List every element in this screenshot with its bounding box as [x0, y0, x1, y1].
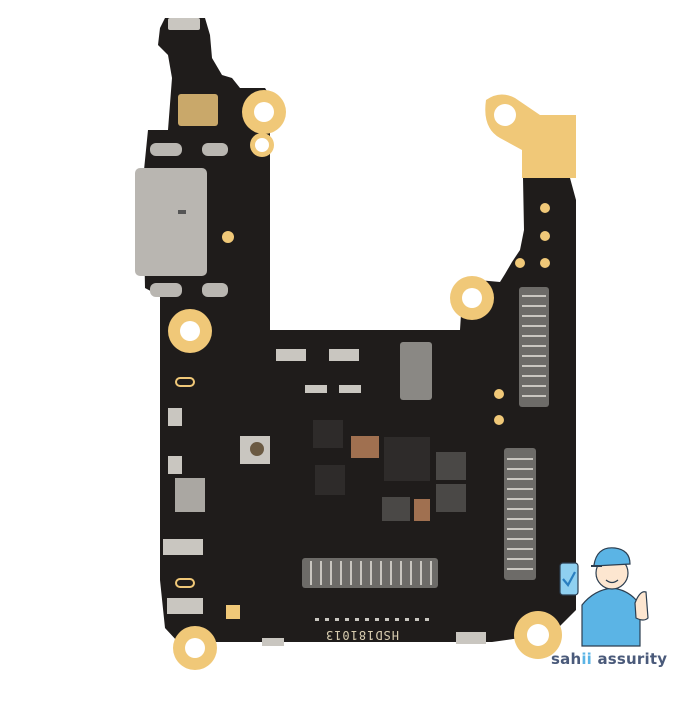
logo-prefix: sah: [551, 650, 582, 668]
pcb-board: [143, 18, 576, 642]
watermark-logo: sahii assurity: [551, 650, 667, 668]
usb-port: [135, 168, 207, 276]
logo-highlight: ii: [581, 650, 593, 668]
mascot-illustration: [559, 547, 649, 647]
board-connector-right-bottom: [504, 448, 536, 580]
pcb-silkscreen-label: HSD181013: [325, 628, 400, 642]
logo-suffix: assurity: [592, 650, 668, 668]
